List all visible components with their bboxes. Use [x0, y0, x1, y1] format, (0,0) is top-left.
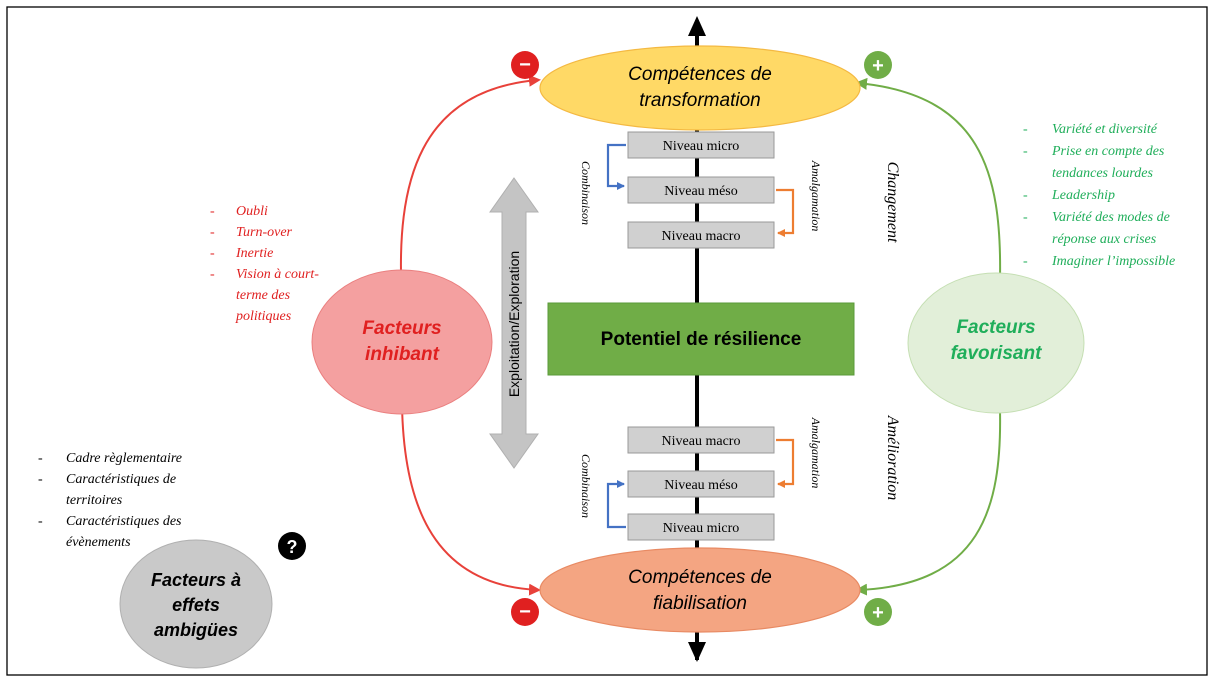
lower-level-macro: Niveau macro	[662, 434, 741, 449]
bottom-oval-line1: Compétences de	[628, 567, 772, 588]
svg-text:+: +	[872, 602, 884, 624]
ambiguous-title-line1: Facteurs à	[151, 570, 241, 590]
inhibiting-item-1: Oubli	[236, 204, 268, 219]
favoring-dash-1: -	[1023, 122, 1028, 137]
bottom-oval-line2: fiabilisation	[653, 593, 747, 614]
top-oval	[539, 45, 861, 131]
inhibiting-dash-3: -	[210, 246, 215, 261]
ambiguous-title-line2: effets	[172, 595, 220, 615]
favoring-item-3: tendances lourdes	[1052, 166, 1154, 181]
favoring-factors-circle	[907, 272, 1085, 414]
center-box	[547, 302, 855, 376]
minus-badge-top-icon: −	[511, 51, 539, 79]
upper-amalgamation-bracket	[776, 188, 795, 237]
ambiguous-item-5: évènements	[66, 535, 131, 550]
ambiguous-title-line3: ambigües	[154, 620, 238, 640]
ambiguous-item-3: territoires	[66, 493, 123, 508]
ambiguous-item-2: Caractéristiques de	[66, 472, 176, 487]
inhibiting-dash-4: -	[210, 267, 215, 282]
ambiguous-dash-2: -	[38, 472, 43, 487]
upper-level-micro-box	[627, 131, 775, 159]
axis-arrow-up	[688, 16, 706, 36]
svg-text:?: ?	[287, 537, 298, 557]
inhibiting-item-6: politiques	[235, 309, 292, 324]
ambiguous-list: - Cadre règlementaire - Caractéristiques…	[38, 451, 182, 550]
inhibiting-title-line1: Facteurs	[362, 318, 441, 339]
inhibit-arrow-top	[399, 74, 541, 301]
top-oval-line2: transformation	[639, 90, 760, 111]
ambiguous-dash-1: -	[38, 451, 43, 466]
favoring-list: - Variété et diversité - Prise en compte…	[1023, 122, 1175, 269]
inhibiting-item-4: Vision à court-	[236, 267, 319, 282]
svg-text:+: +	[872, 55, 884, 77]
upper-level-macro-box	[627, 221, 775, 249]
changement-label: Changement	[884, 162, 901, 243]
favor-arrow-bottom	[855, 409, 1002, 596]
inhibiting-title-line2: inhibant	[365, 344, 440, 365]
minus-badge-bottom-icon: −	[511, 598, 539, 626]
lower-amalgamation-label: Amalgamation	[809, 417, 823, 489]
inhibiting-dash-2: -	[210, 225, 215, 240]
favoring-dash-4: -	[1023, 210, 1028, 225]
ambiguous-item-4: Caractéristiques des	[66, 514, 182, 529]
favoring-item-4: Leadership	[1051, 188, 1115, 203]
lower-combination-label: Combinaison	[579, 454, 593, 518]
upper-combination-label: Combinaison	[579, 161, 593, 225]
ambiguous-factors-circle	[119, 539, 273, 669]
favoring-item-2: Prise en compte des	[1051, 144, 1165, 159]
inhibiting-item-5: terme des	[236, 288, 291, 303]
favoring-dash-3: -	[1023, 188, 1028, 203]
upper-level-macro: Niveau macro	[662, 229, 741, 244]
upper-combination-bracket	[606, 143, 626, 190]
ambiguous-dash-3: -	[38, 514, 43, 529]
exploitation-exploration-arrow	[489, 177, 539, 469]
upper-amalgamation-label: Amalgamation	[809, 160, 823, 232]
upper-level-meso-box	[627, 176, 775, 204]
lower-level-macro-box	[627, 426, 775, 454]
lower-amalgamation-bracket	[776, 438, 795, 488]
svg-text:−: −	[519, 601, 531, 623]
upper-level-meso: Niveau méso	[664, 184, 737, 199]
lower-level-micro-box	[627, 513, 775, 541]
diagram-frame	[6, 6, 1208, 676]
ambiguous-item-1: Cadre règlementaire	[66, 451, 182, 466]
top-oval-line1: Compétences de	[628, 64, 772, 85]
plus-badge-top-icon: +	[864, 51, 892, 79]
favoring-item-5: Variété des modes de	[1052, 210, 1170, 225]
center-box-label: Potentiel de résilience	[601, 329, 802, 350]
bottom-oval	[539, 547, 861, 633]
favoring-item-6: réponse aux crises	[1052, 232, 1157, 247]
favoring-dash-2: -	[1023, 144, 1028, 159]
favoring-title-line2: favorisant	[951, 343, 1042, 364]
inhibiting-factors-circle	[311, 269, 493, 415]
amelioration-label: Amélioration	[884, 415, 901, 500]
favoring-dash-5: -	[1023, 254, 1028, 269]
svg-text:−: −	[519, 54, 531, 76]
inhibiting-item-3: Inertie	[235, 246, 273, 261]
plus-badge-bottom-icon: +	[864, 598, 892, 626]
inhibit-arrow-bottom	[400, 384, 541, 596]
favoring-title-line1: Facteurs	[956, 317, 1035, 338]
favoring-item-7: Imaginer l’impossible	[1051, 254, 1175, 269]
favor-arrow-top	[855, 77, 1002, 281]
lower-level-micro: Niveau micro	[663, 521, 740, 536]
inhibiting-item-2: Turn-over	[236, 225, 293, 240]
lower-combination-bracket	[606, 480, 626, 529]
exploitation-exploration-label: Exploitation/Exploration	[506, 251, 522, 397]
lower-level-meso-box	[627, 470, 775, 498]
question-badge-icon: ?	[278, 532, 306, 560]
axis-arrow-down	[688, 642, 706, 662]
favoring-item-1: Variété et diversité	[1052, 122, 1158, 137]
lower-level-meso: Niveau méso	[664, 478, 737, 493]
upper-level-micro: Niveau micro	[663, 139, 740, 154]
inhibiting-dash-1: -	[210, 204, 215, 219]
inhibiting-list: - Oubli - Turn-over - Inertie - Vision à…	[210, 204, 319, 324]
